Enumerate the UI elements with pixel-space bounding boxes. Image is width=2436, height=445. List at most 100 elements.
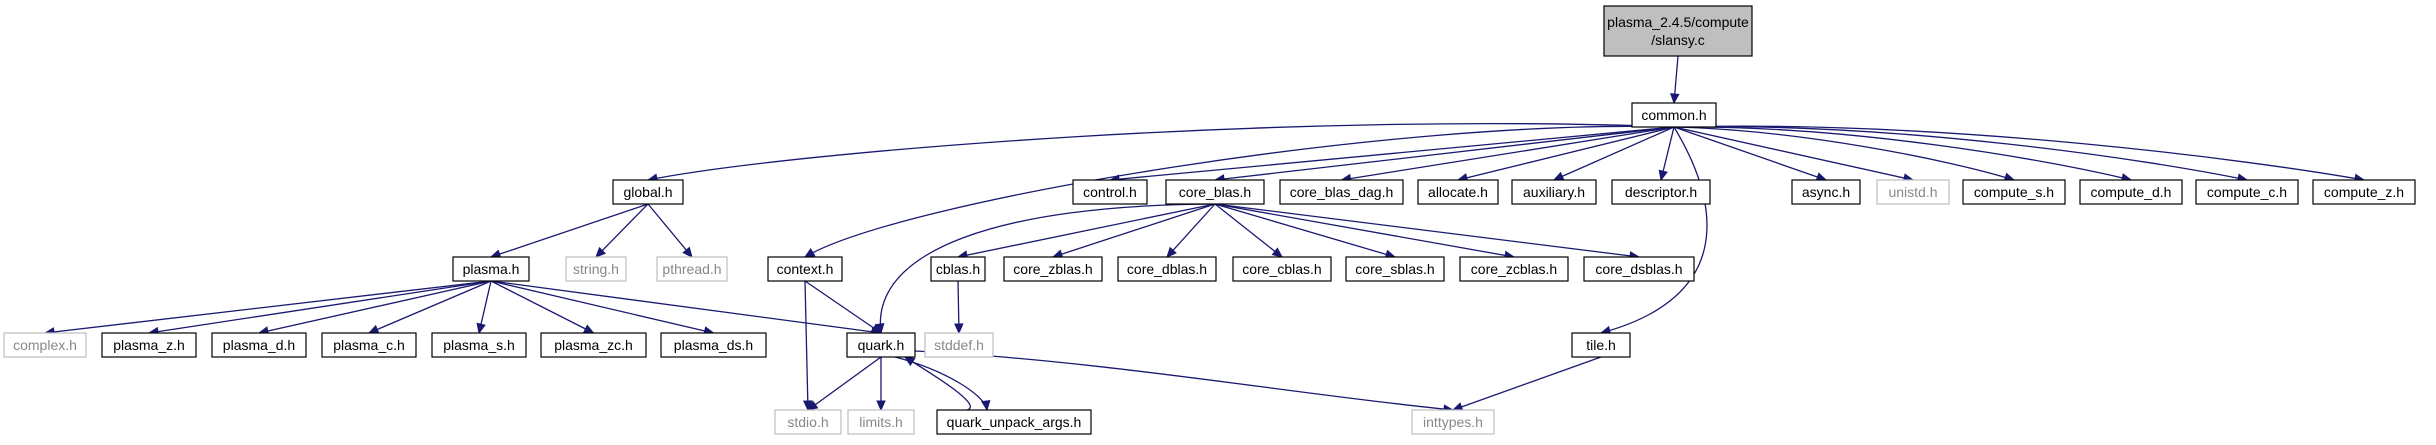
node-core-sblas[interactable]: core_sblas.h xyxy=(1345,256,1445,282)
node-plasma-zc-box xyxy=(540,332,647,358)
edge-quark-to-inttypes xyxy=(914,350,1454,411)
node-limits-box xyxy=(847,409,915,435)
node-complex-box xyxy=(3,332,87,358)
node-inttypes-box xyxy=(1411,409,1495,435)
node-plasma[interactable]: plasma.h xyxy=(452,256,530,282)
node-string-label: string.h xyxy=(573,261,619,277)
node-core-blas-box xyxy=(1165,179,1265,205)
edge-context-to-quark xyxy=(804,280,882,334)
node-descriptor[interactable]: descriptor.h xyxy=(1611,179,1711,205)
node-core-blas-dag[interactable]: core_blas_dag.h xyxy=(1279,179,1404,205)
edge-common-to-async xyxy=(1673,126,1827,181)
node-core-dblas-label: core_dblas.h xyxy=(1127,261,1207,277)
node-core-zblas-label: core_zblas.h xyxy=(1013,261,1092,277)
node-common[interactable]: common.h xyxy=(1631,102,1717,128)
edge-global-to-string-arrowhead xyxy=(595,246,607,258)
node-compute-c-box xyxy=(2195,179,2299,205)
node-compute-d-label: compute_d.h xyxy=(2091,184,2172,200)
edge-quark-to-quark-unpack-args-arrowhead xyxy=(981,399,991,412)
node-quark-unpack-args[interactable]: quark_unpack_args.h xyxy=(936,409,1092,435)
node-auxiliary-label: auxiliary.h xyxy=(1523,184,1585,200)
edge-common-to-context-arrowhead xyxy=(803,248,816,258)
node-root[interactable]: plasma_2.4.5/compute/slansy.c xyxy=(1603,5,1753,57)
node-core-dblas[interactable]: core_dblas.h xyxy=(1117,256,1217,282)
node-core-sblas-label: core_sblas.h xyxy=(1355,261,1434,277)
node-compute-d-box xyxy=(2079,179,2183,205)
node-core-zblas[interactable]: core_zblas.h xyxy=(1003,256,1103,282)
edge-context-to-quark-arrowhead xyxy=(870,323,883,334)
node-limits-label: limits.h xyxy=(859,414,903,430)
nodes-layer: plasma_2.4.5/compute/slansy.c common.h glo… xyxy=(3,5,2416,435)
node-tile-label: tile.h xyxy=(1586,337,1616,353)
edge-common-to-auxiliary xyxy=(1553,126,1675,181)
edge-tile-to-inttypes xyxy=(1452,356,1602,411)
node-stddef-box xyxy=(924,332,994,358)
edge-plasma-to-plasma-s-arrowhead xyxy=(476,322,486,335)
edge-plasma-to-complex xyxy=(44,280,492,334)
node-context-box xyxy=(767,256,843,282)
node-core-cblas[interactable]: core_cblas.h xyxy=(1232,256,1332,282)
edge-global-to-pthread-arrowhead xyxy=(682,246,693,258)
node-unistd-box xyxy=(1876,179,1950,205)
edge-quark-unpack-args-to-quark-arrowhead xyxy=(903,356,916,367)
node-quark[interactable]: quark.h xyxy=(846,332,916,358)
edge-quark-to-limits-arrowhead xyxy=(876,400,886,412)
node-core-blas-label: core_blas.h xyxy=(1179,184,1251,200)
node-compute-s-box xyxy=(1962,179,2066,205)
node-core-blas[interactable]: core_blas.h xyxy=(1165,179,1265,205)
node-plasma-c-box xyxy=(321,332,417,358)
node-plasma-d-label: plasma_d.h xyxy=(223,337,295,353)
node-stddef-label: stddef.h xyxy=(934,337,984,353)
node-compute-z-box xyxy=(2312,179,2416,205)
edge-plasma-to-plasma-zc xyxy=(490,280,594,334)
node-plasma-z[interactable]: plasma_z.h xyxy=(101,332,197,358)
edge-quark-to-quark-unpack-args xyxy=(894,356,988,411)
node-compute-z[interactable]: compute_z.h xyxy=(2312,179,2416,205)
node-core-zcblas[interactable]: core_zcblas.h xyxy=(1459,256,1569,282)
node-plasma-d-box xyxy=(211,332,307,358)
node-control[interactable]: control.h xyxy=(1072,179,1148,205)
edges-layer xyxy=(43,55,2366,414)
node-compute-c[interactable]: compute_c.h xyxy=(2195,179,2299,205)
node-core-dsblas[interactable]: core_dsblas.h xyxy=(1583,256,1695,282)
node-compute-s[interactable]: compute_s.h xyxy=(1962,179,2066,205)
node-auxiliary[interactable]: auxiliary.h xyxy=(1511,179,1597,205)
node-pthread-box xyxy=(656,256,728,282)
node-global[interactable]: global.h xyxy=(612,179,684,205)
edge-core-blas-to-core-cblas-arrowhead xyxy=(1271,247,1283,258)
node-plasma-zc[interactable]: plasma_zc.h xyxy=(540,332,647,358)
edge-plasma-to-quark xyxy=(490,280,882,334)
node-allocate[interactable]: allocate.h xyxy=(1417,179,1499,205)
node-pthread-label: pthread.h xyxy=(662,261,721,277)
node-plasma-s-box xyxy=(431,332,527,358)
node-async[interactable]: async.h xyxy=(1791,179,1861,205)
node-auxiliary-box xyxy=(1511,179,1597,205)
node-quark-label: quark.h xyxy=(858,337,905,353)
edge-plasma-to-plasma-c-arrowhead xyxy=(367,324,380,334)
node-plasma-c-label: plasma_c.h xyxy=(333,337,405,353)
edge-quark-to-stdio-arrowhead xyxy=(807,400,819,411)
node-plasma-c[interactable]: plasma_c.h xyxy=(321,332,417,358)
node-plasma-zc-label: plasma_zc.h xyxy=(554,337,633,353)
node-inttypes: inttypes.h xyxy=(1411,409,1495,435)
edge-plasma-to-plasma-d xyxy=(258,280,492,334)
node-common-label: common.h xyxy=(1641,107,1706,123)
node-tile[interactable]: tile.h xyxy=(1571,332,1631,358)
edge-common-to-global xyxy=(647,122,1675,181)
node-plasma-ds[interactable]: plasma_ds.h xyxy=(660,332,767,358)
node-core-cblas-label: core_cblas.h xyxy=(1242,261,1321,277)
edge-core-blas-to-core-dblas xyxy=(1166,203,1216,258)
node-compute-d[interactable]: compute_d.h xyxy=(2079,179,2183,205)
node-core-zcblas-box xyxy=(1459,256,1569,282)
edge-root-to-common-arrowhead xyxy=(1670,93,1680,105)
node-pthread: pthread.h xyxy=(656,256,728,282)
edge-cblas-to-stddef-arrowhead xyxy=(954,323,964,335)
edge-common-to-tile xyxy=(1600,126,1708,334)
edge-quark-to-stdio xyxy=(807,356,882,411)
node-cblas[interactable]: cblas.h xyxy=(930,256,986,282)
edge-common-to-context xyxy=(804,125,1675,258)
node-stdio: stdio.h xyxy=(774,409,842,435)
node-context[interactable]: context.h xyxy=(767,256,843,282)
node-plasma-s[interactable]: plasma_s.h xyxy=(431,332,527,358)
node-plasma-d[interactable]: plasma_d.h xyxy=(211,332,307,358)
